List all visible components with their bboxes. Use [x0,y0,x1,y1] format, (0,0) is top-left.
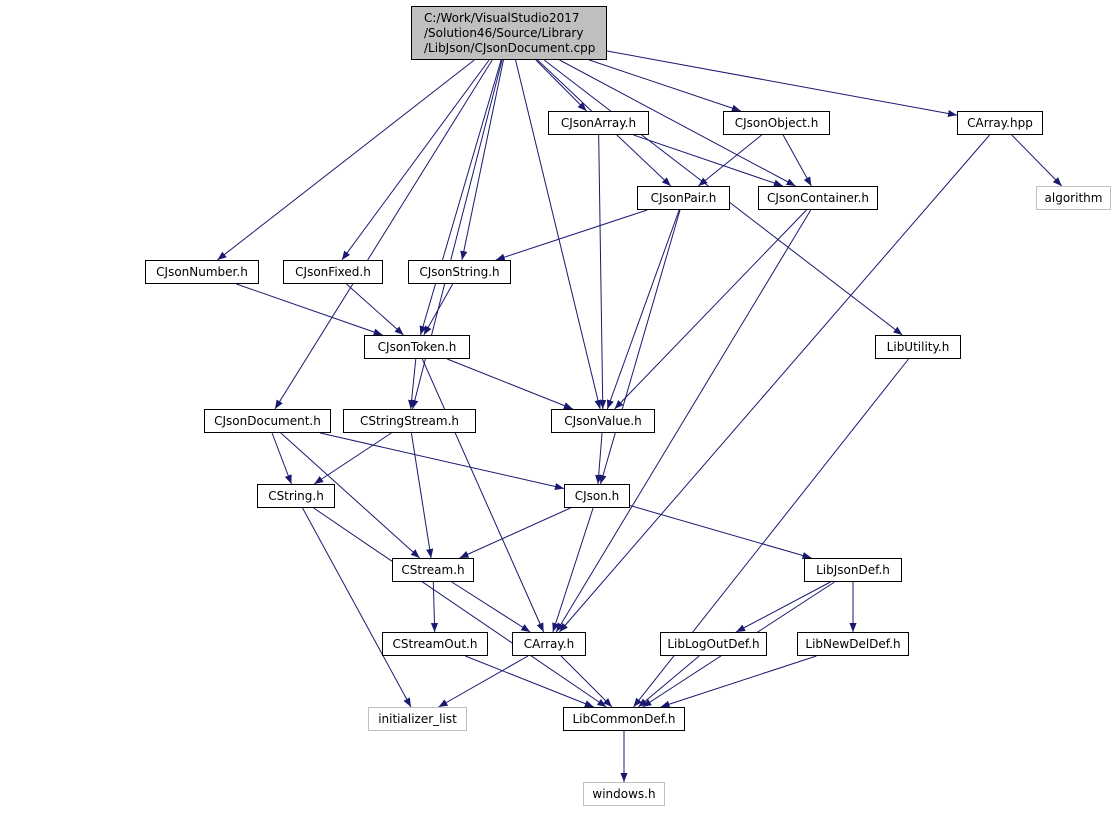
edge-root-to-CJsonFixed [341,59,490,261]
node-libnewdeldef-h[interactable]: LibNewDelDef.h [797,632,909,656]
edge-CJsonArray-to-CJsonContainer [633,134,784,187]
node-liblogoutdef-h[interactable]: LibLogOutDef.h [660,632,767,656]
edge-CJsonObject-to-CJsonContainer [782,134,812,187]
node-cstringstream-h[interactable]: CStringStream.h [343,409,476,433]
node-libutility-h[interactable]: LibUtility.h [875,335,961,359]
node-cjsontoken-h[interactable]: CJsonToken.h [364,335,470,359]
edge-CJsonString-to-CJsonToken [423,283,454,336]
node-carray-hpp[interactable]: CArray.hpp [957,111,1043,135]
edge-CArrayHpp-to-CArrayH [559,134,990,633]
edge-CStream-to-CStreamOut [430,581,439,633]
edge-CJsonToken-to-CJsonValue [446,358,574,410]
edge-LibNewDelDef-to-LibCommonDef [660,655,817,708]
edge-CArrayH-to-initializer_list [438,655,529,708]
edge-CJsonToken-to-CArrayH [421,358,545,633]
node-cjsonstring-h[interactable]: CJsonString.h [408,260,511,284]
edge-CStringStream-to-CString [313,432,392,485]
edge-root-to-CJsonArray [535,59,587,112]
node-cjsonnumber-h[interactable]: CJsonNumber.h [145,260,259,284]
edge-CArrayH-to-LibCommonDef [560,655,613,708]
edge-root-to-CJsonToken [419,59,502,336]
edge-CStreamOut-to-LibCommonDef [465,655,594,708]
node-initializer-list[interactable]: initializer_list [368,707,467,731]
node-algorithm[interactable]: algorithm [1036,186,1111,210]
edge-CJsonDocumentH-to-CStream [280,432,421,559]
edge-CStringStream-to-CStream [410,432,434,559]
edge-CArrayHpp-to-algorithm [1011,134,1063,187]
node-libcommondef-h[interactable]: LibCommonDef.h [563,707,685,731]
edge-root-to-CArrayHpp [606,50,958,118]
edge-CJsonDocumentH-to-CString [271,432,292,485]
edge-CJson-to-CStream [459,507,571,559]
edge-root-to-CJsonObject [589,59,741,112]
edge-root-to-CJsonDocumentH [274,59,493,410]
node-libjsondef-h[interactable]: LibJsonDef.h [804,558,902,582]
edge-CJsonPair-to-CJsonValue [606,209,680,410]
node-cjsoncontainer-h[interactable]: CJsonContainer.h [758,186,878,210]
edge-CJsonToken-to-CStringStream [408,358,417,410]
edge-root-to-CJsonString [460,59,504,261]
node-cjsonobject-h[interactable]: CJsonObject.h [723,111,830,135]
edge-CStream-to-CArrayH [451,581,531,633]
edge-CJsonFixed-to-CJsonToken [346,283,404,336]
edge-CJsonPair-to-CJson [599,209,681,485]
edge-CJsonContainer-to-CJsonValue [614,209,807,410]
edge-CJsonContainer-to-CArrayH [555,209,812,633]
node-cstream-h[interactable]: CStream.h [392,558,474,582]
node-windows-h[interactable]: windows.h [583,782,665,806]
edge-root-to-CJsonContainer [559,59,796,187]
node-cstring-h[interactable]: CString.h [257,484,335,508]
node-cstreamout-h[interactable]: CStreamOut.h [382,632,488,656]
edge-CString-to-LibCommonDef [313,507,607,708]
edge-root-to-CJsonNumber [217,59,475,261]
node-cjsonpair-h[interactable]: CJsonPair.h [637,186,730,210]
node-cjsondocument-h[interactable]: CJsonDocument.h [204,409,331,433]
node-carray-h[interactable]: CArray.h [512,632,586,656]
edge-LibJsonDef-to-LibLogOutDef [735,581,831,633]
edge-CJsonPair-to-CJsonString [495,209,648,261]
edge-CString-to-initializer_list [302,507,412,708]
edge-CJsonObject-to-CJsonPair [698,134,762,187]
edge-root-to-CJsonValue [515,59,602,410]
node-root-cjsondocument-cpp[interactable]: C:/Work/VisualStudio2017 /Solution46/Sou… [411,6,607,60]
edge-CJson-to-LibJsonDef [629,505,812,559]
node-cjsonvalue-h[interactable]: CJsonValue.h [551,409,655,433]
node-cjsonfixed-h[interactable]: CJsonFixed.h [283,260,383,284]
node-cjsonarray-h[interactable]: CJsonArray.h [548,111,649,135]
edge-CJsonNumber-to-CJsonToken [236,283,383,336]
edge-LibLogOutDef-to-LibCommonDef [637,655,700,708]
edge-CJson-to-CArrayH [552,507,594,633]
edge-CJsonValue-to-CJson [595,432,603,485]
edge-CJsonDocumentH-to-CJson [320,432,565,491]
node-cjson-h[interactable]: CJson.h [564,484,630,508]
edge-CJsonArray-to-CJsonValue [598,134,607,410]
